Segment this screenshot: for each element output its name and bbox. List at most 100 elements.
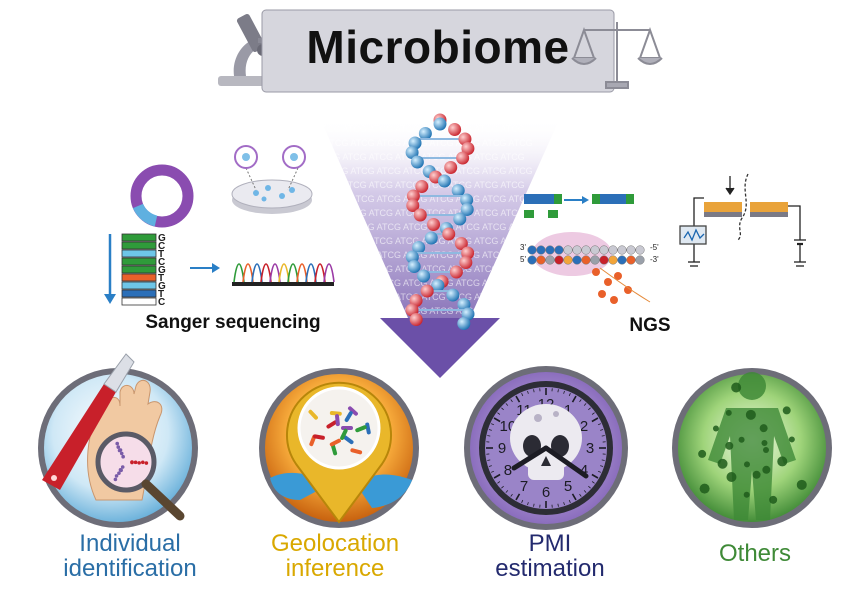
clock-tick [493, 417, 501, 423]
dna-blue-base [446, 288, 460, 302]
strand-bead [554, 245, 564, 255]
atcg-text-row: ATCG ATCG ATCG ATCG ATCG ATCG ATCG ATCG [324, 250, 533, 260]
strand-bead [581, 245, 591, 255]
clock-tick [497, 412, 501, 415]
clock-tick [588, 485, 591, 489]
petri-dish-icon [231, 145, 313, 214]
strand-bead [626, 255, 636, 265]
green-microbe [777, 456, 788, 467]
clock-tick [591, 412, 595, 415]
nanopore-circuit [679, 173, 806, 267]
clock-tick [579, 399, 582, 403]
chromatogram-peak [233, 263, 245, 283]
green-microbe [763, 447, 769, 453]
sanger-arrow [190, 263, 220, 273]
green-microbe [745, 409, 756, 420]
microbe-dot [118, 468, 123, 472]
dna-blue-base [407, 260, 421, 273]
dna-red-base [456, 151, 470, 165]
clock-tick [591, 417, 599, 423]
chromatogram-peak [242, 263, 254, 283]
atcg-text-row: ATCG ATCG ATCG ATCG ATCG ATCG ATCG ATCG [316, 236, 525, 246]
map-pin-icon [286, 381, 392, 524]
microbe-rod [340, 428, 348, 440]
gel-band [121, 233, 157, 242]
strand-bead [572, 245, 582, 255]
dna-red-base [449, 265, 463, 279]
funnel-arrow-head [380, 318, 500, 378]
green-microbe [788, 436, 795, 443]
clock-number: 9 [498, 440, 506, 457]
strand-bead [536, 255, 546, 265]
clock-number: 8 [504, 462, 512, 479]
strand-label-5: 5' [520, 255, 526, 264]
strand-bead [590, 255, 600, 265]
app-others [672, 368, 832, 528]
microbe-dot [117, 471, 121, 475]
green-microbe [761, 439, 768, 446]
atcg-text-row: ATCG ATCG ATCG ATCG ATCG ATCG ATCG ATCG [324, 194, 533, 204]
microbe-rod [341, 426, 353, 430]
microbe-rod [344, 411, 353, 422]
strand-bead [563, 255, 573, 265]
others-label: Others [690, 541, 820, 566]
ngs-label: NGS [629, 315, 671, 336]
microbe-dot [113, 477, 118, 482]
clock-tick [588, 407, 591, 411]
green-microbe [698, 449, 707, 458]
dna-blue-base [457, 317, 471, 330]
strand-bead [617, 245, 627, 255]
clock-tick [501, 485, 504, 489]
individual-identification-line2: identification [63, 555, 197, 583]
page-title: Microbiome [306, 21, 570, 73]
clock-tick [579, 493, 582, 497]
free-nucleotide [598, 290, 606, 298]
clock-tick [583, 403, 587, 406]
microbe-dot [137, 461, 141, 465]
clock-tick [527, 390, 529, 394]
green-microbe [712, 425, 719, 432]
dna-red-base [454, 237, 468, 250]
dna-blue-base [412, 241, 426, 254]
dna-blue-base [451, 184, 465, 197]
gel-base-letter: T [158, 273, 164, 284]
atcg-text-row: ATCG ATCG ATCG ATCG ATCG ATCG ATCG ATCG [316, 292, 525, 302]
free-nucleotide [604, 278, 612, 286]
gel-base-letter: C [158, 241, 165, 252]
dna-blue-base [417, 269, 431, 283]
clock-tick [501, 407, 504, 411]
strand-bead [626, 245, 636, 255]
sanger-sequencing-label: Sanger sequencing [145, 312, 321, 333]
green-microbe [796, 479, 807, 490]
chromatogram-peak [296, 263, 308, 283]
clock-number: 2 [580, 418, 588, 435]
dna-red-base [427, 218, 441, 231]
clock-tick [510, 493, 513, 497]
dna-red-base [459, 256, 473, 269]
geolocation-inference-line1: Geolocation [270, 530, 400, 557]
clock-tick [557, 503, 559, 507]
balance-scale-icon [571, 22, 663, 89]
dna-red-base [444, 161, 458, 174]
microbe-rod [350, 448, 363, 455]
dna-red-base [461, 142, 475, 155]
knife-icon [42, 353, 135, 490]
chromatogram-peak [260, 263, 272, 283]
clock-tick [601, 459, 605, 461]
microbe-rod [330, 443, 338, 456]
chromatogram-peak [314, 263, 326, 283]
clock-tick [568, 499, 571, 503]
individual-identification-label: Individual identification [20, 531, 240, 583]
clock-tick [533, 389, 535, 393]
clock-number: 4 [580, 462, 588, 479]
dna-red-base [413, 208, 427, 222]
atcg-text-row: ATCG ATCG ATCG ATCG ATCG ATCG ATCG ATCG [324, 278, 533, 288]
app-geolocation-inference [259, 368, 419, 528]
clock-number: 6 [542, 484, 550, 501]
clock-tick [487, 435, 491, 437]
clock-number: 1 [564, 402, 572, 419]
gel-base-letter: G [158, 233, 166, 244]
clock-tick [583, 490, 587, 493]
dna-red-base [420, 284, 434, 298]
app-individual-identification [38, 353, 198, 528]
